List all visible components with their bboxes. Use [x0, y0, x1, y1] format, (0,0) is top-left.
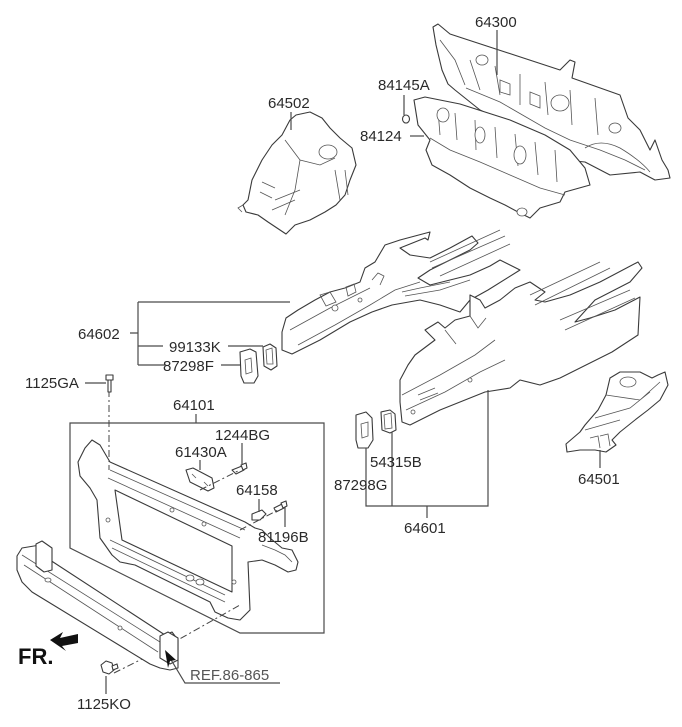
latch-bracket-part[interactable] — [185, 467, 215, 492]
carrier-bolt-part[interactable] — [231, 462, 248, 475]
small-bracket-part[interactable] — [251, 509, 267, 521]
bumper-beam-part[interactable] — [16, 540, 179, 671]
small-bolt-part[interactable] — [273, 500, 288, 513]
reference-label[interactable]: REF.86-865 — [190, 667, 269, 684]
plug-part[interactable] — [401, 114, 411, 124]
label-54315B: 54315B — [370, 454, 422, 471]
apron-lh-part[interactable] — [565, 371, 669, 453]
side-member-lh-part[interactable] — [399, 261, 643, 426]
carrier-assy-part[interactable] — [77, 439, 299, 621]
insulator-pad-part[interactable] — [413, 96, 591, 219]
dash-panel-part[interactable] — [432, 23, 671, 181]
side-member-rh-plug-part[interactable] — [262, 343, 278, 371]
assembly-line — [239, 509, 279, 531]
label-64501: 64501 — [578, 471, 620, 488]
label-1244BG: 1244BG — [215, 427, 270, 444]
label-84124: 84124 — [360, 128, 402, 145]
front-indicator-label: FR. — [18, 644, 53, 669]
label-64601: 64601 — [404, 520, 446, 537]
label-1125KO: 1125KO — [77, 696, 131, 713]
side-member-lh-plug-part[interactable] — [380, 409, 397, 434]
label-99133K: 99133K — [169, 339, 221, 356]
label-64101: 64101 — [173, 397, 215, 414]
label-87298F: 87298F — [163, 358, 214, 375]
label-81196B: 81196B — [258, 529, 309, 546]
label-64602: 64602 — [78, 326, 120, 343]
label-64502: 64502 — [268, 95, 310, 112]
side-member-lh-plate-part[interactable] — [355, 411, 374, 449]
leader-ref — [169, 657, 280, 684]
side-member-rh-part[interactable] — [281, 229, 521, 355]
side-member-rh-plate-part[interactable] — [239, 348, 259, 384]
label-87298G: 87298G — [334, 477, 387, 494]
label-64158: 64158 — [236, 482, 278, 499]
ref-arrow-icon — [165, 650, 176, 668]
apron-rh-part[interactable] — [237, 111, 357, 235]
leader-64601-bracket — [365, 390, 489, 518]
front-direction-arrow-icon — [50, 632, 78, 651]
label-61430A: 61430A — [175, 444, 227, 461]
top-bolt-part[interactable] — [105, 374, 114, 393]
leader-64602-bracket — [130, 301, 290, 366]
label-64300: 64300 — [475, 14, 517, 31]
label-84145A: 84145A — [378, 77, 430, 94]
carrier-assy-box — [69, 422, 325, 634]
bottom-bolt-part[interactable] — [100, 660, 119, 675]
label-1125GA: 1125GA — [25, 375, 79, 392]
